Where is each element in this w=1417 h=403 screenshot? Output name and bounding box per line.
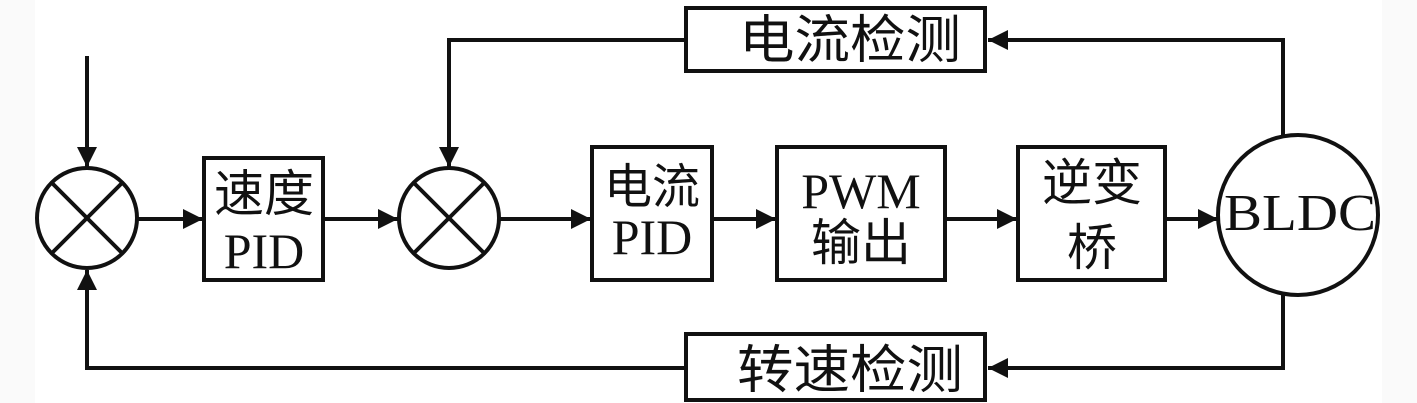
speed-detect-block <box>684 332 987 402</box>
current-detect-label: 电流检测 <box>739 13 961 70</box>
current-detect-block <box>684 6 987 73</box>
current-pid-block <box>590 145 714 282</box>
edge-bldc-to-current-detect <box>988 30 1285 136</box>
speed-pid-block <box>202 156 325 282</box>
edge-speed-detect-to-sum1 <box>77 270 686 370</box>
inverter-bridge-block <box>1016 145 1167 282</box>
edge-current-detect-to-sum2 <box>439 38 686 167</box>
speed-pid-label-line1: 速度 <box>214 166 314 222</box>
bldc-motor <box>1216 133 1380 297</box>
pwm-output-label-line1: PWM <box>801 163 920 219</box>
summing-junction-1 <box>35 166 139 270</box>
inverter-bridge-label-line2: 桥 <box>1067 220 1117 276</box>
speed-pid-label-line2: PID <box>224 223 305 279</box>
pwm-output-label-line2: 输出 <box>811 215 911 271</box>
bldc-label: BLDC <box>1224 185 1376 242</box>
current-pid-label-line2: PID <box>612 209 693 265</box>
speed-detect-label: 转速检测 <box>737 343 963 400</box>
pwm-output-block <box>775 145 947 282</box>
current-pid-label-line1: 电流 <box>604 161 700 214</box>
diagram-canvas: 速度 PID 电流 PID PWM 输出 逆变 桥 BLDC 电流检测 转速检测 <box>35 0 1382 403</box>
block-diagram: 速度 PID 电流 PID PWM 输出 逆变 桥 BLDC 电流检测 转速检测 <box>35 6 1380 402</box>
edge-bldc-to-speed-detect <box>988 294 1285 378</box>
summing-junction-2 <box>397 166 501 270</box>
inverter-bridge-label-line1: 逆变 <box>1042 155 1142 211</box>
